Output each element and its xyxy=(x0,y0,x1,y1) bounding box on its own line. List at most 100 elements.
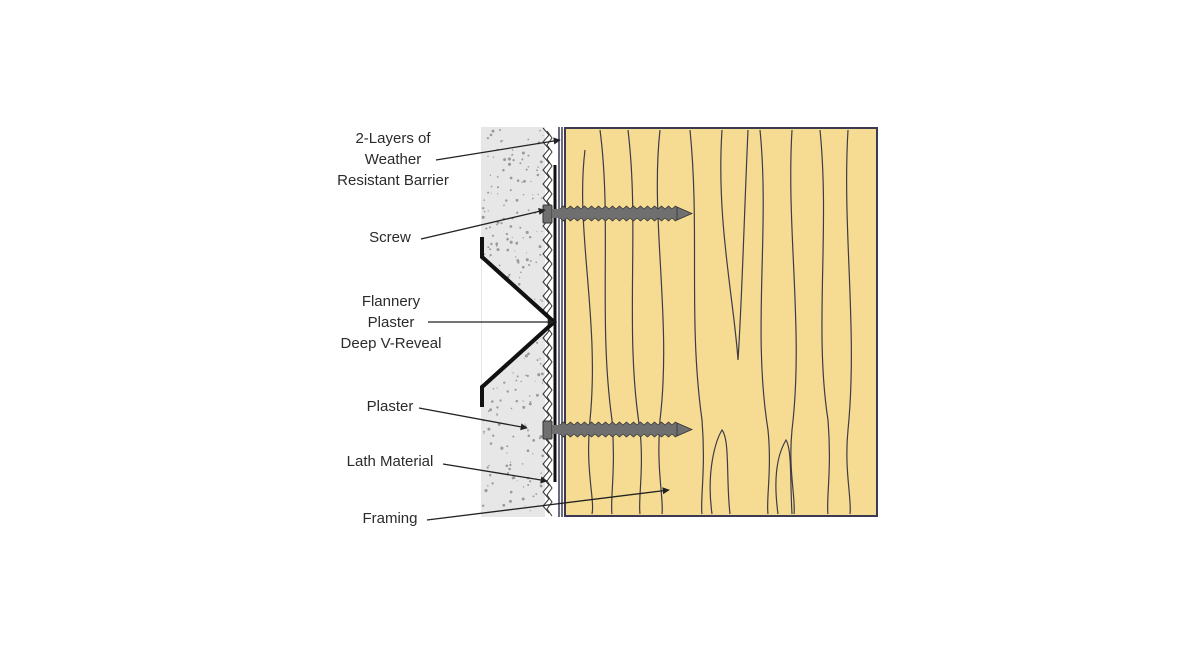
plaster-speck xyxy=(515,198,519,202)
plaster-speck xyxy=(506,237,509,241)
plaster-speck xyxy=(516,211,519,214)
plaster-speck xyxy=(530,180,532,183)
plaster-speck xyxy=(511,149,514,151)
plaster-speck xyxy=(519,271,522,274)
plaster-speck xyxy=(521,497,525,501)
plaster-speck xyxy=(491,482,494,485)
plaster-speck xyxy=(498,264,501,267)
plaster-speck xyxy=(527,263,530,266)
plaster-speck xyxy=(524,423,526,425)
plaster-speck xyxy=(535,261,538,264)
plaster-speck xyxy=(541,231,543,233)
plaster-speck xyxy=(516,480,518,482)
plaster-speck xyxy=(488,410,490,412)
plaster-speck xyxy=(496,186,500,189)
plaster-speck xyxy=(532,439,536,442)
leader-wrb xyxy=(435,137,561,161)
plaster-speck xyxy=(491,234,495,237)
plaster-speck xyxy=(516,259,520,263)
plaster-speck xyxy=(487,210,489,212)
plaster-speck xyxy=(540,472,542,474)
plaster-speck xyxy=(512,372,514,374)
plaster-speck xyxy=(492,434,495,437)
plaster-speck xyxy=(537,166,539,168)
plaster-speck xyxy=(486,466,489,469)
plaster-speck xyxy=(503,381,506,384)
label-screw: Screw xyxy=(350,227,430,248)
plaster-speck xyxy=(529,395,531,397)
label-framing: Framing xyxy=(350,508,430,529)
plaster-speck xyxy=(539,363,542,365)
plaster-speck xyxy=(507,162,512,166)
plaster-speck xyxy=(506,390,509,393)
plaster-speck xyxy=(487,191,490,194)
plaster-speck xyxy=(482,504,485,507)
plaster-speck xyxy=(500,446,504,450)
plaster-speck xyxy=(511,154,513,157)
plaster-speck xyxy=(503,158,507,162)
plaster-speck xyxy=(496,413,498,415)
plaster-speck xyxy=(535,493,538,495)
plaster-speck xyxy=(499,129,501,131)
plaster-speck xyxy=(525,252,528,254)
plaster-speck xyxy=(539,129,541,132)
plaster-speck xyxy=(535,393,539,397)
plaster-speck xyxy=(492,387,495,390)
plaster-speck xyxy=(492,156,495,158)
plaster-speck xyxy=(502,168,505,172)
plaster-speck xyxy=(522,486,525,488)
plaster-speck xyxy=(505,199,508,202)
plaster-speck xyxy=(496,193,499,195)
plaster-speck xyxy=(488,464,490,467)
plaster-speck xyxy=(499,399,502,402)
plaster-speck xyxy=(539,358,541,360)
plaster-speck xyxy=(526,429,530,432)
plaster-speck xyxy=(524,505,526,507)
label-line: Framing xyxy=(362,510,418,527)
plaster-speck xyxy=(527,138,530,141)
plaster-speck xyxy=(507,157,511,161)
plaster-speck xyxy=(487,484,489,487)
plaster-speck xyxy=(527,484,530,486)
plaster-speck xyxy=(500,222,503,225)
plaster-speck xyxy=(529,260,532,262)
plaster-speck xyxy=(537,373,541,377)
plaster-speck xyxy=(496,387,498,389)
plaster-speck xyxy=(527,352,530,356)
plaster-speck xyxy=(506,472,510,475)
plaster-speck xyxy=(529,401,532,403)
plaster-speck xyxy=(522,405,526,409)
plaster-speck xyxy=(502,503,506,507)
plaster-speck xyxy=(541,454,545,458)
plaster-speck xyxy=(537,193,539,196)
plaster-speck xyxy=(526,374,529,378)
leader-lines xyxy=(418,137,670,521)
plaster-speck xyxy=(509,176,513,180)
plaster-speck xyxy=(509,240,513,244)
plaster-speck xyxy=(491,400,494,403)
plaster-speck xyxy=(527,165,530,168)
plaster-speck xyxy=(524,354,528,358)
plaster-speck xyxy=(525,230,529,234)
plaster-speck xyxy=(521,158,524,161)
plaster-speck xyxy=(536,341,539,344)
plaster-speck xyxy=(489,133,493,137)
framing-block xyxy=(564,127,878,517)
plaster-speck xyxy=(523,401,525,403)
plaster-speck xyxy=(483,433,485,435)
plaster-speck xyxy=(523,179,526,183)
plaster-speck xyxy=(497,422,501,426)
leader-plaster xyxy=(418,407,528,431)
plaster-speck xyxy=(487,246,490,249)
plaster-speck xyxy=(525,258,529,262)
plaster-speck xyxy=(527,154,530,157)
plaster-speck xyxy=(481,215,485,219)
plaster-speck xyxy=(514,388,517,391)
plaster-speck xyxy=(505,464,509,468)
plaster-speck xyxy=(511,236,513,238)
label-line: Screw xyxy=(369,229,411,246)
plaster-speck xyxy=(532,453,534,455)
plaster-speck xyxy=(496,248,500,252)
label-line: Weather xyxy=(364,151,422,168)
